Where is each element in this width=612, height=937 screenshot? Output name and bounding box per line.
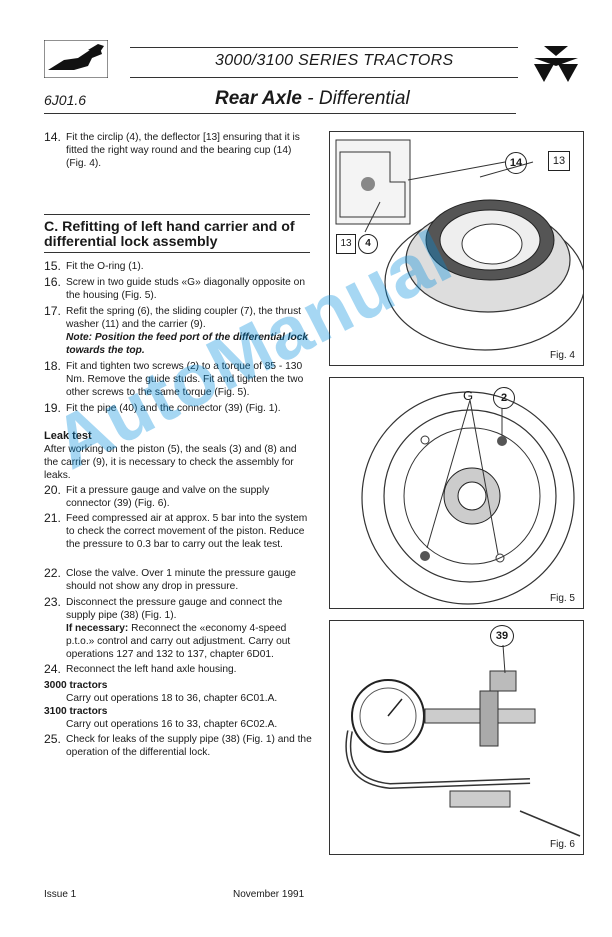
brand-logo [534,44,578,91]
section-code: 6J01.6 [44,92,87,108]
step-17: 17. Refit the spring (6), the sliding co… [44,305,312,357]
step-14-text: Fit the circlip (4), the deflector [13] … [66,132,300,169]
step-23: 23. Disconnect the pressure gauge and co… [44,595,291,661]
fig5-callout-2: 2 [493,387,515,409]
fig6-drawing [345,644,581,837]
header-rule-top [130,47,518,48]
fig5-drawing [361,391,575,605]
triple-triangle-logo-icon [534,46,578,82]
section-title: Rear Axle - Differential [215,88,410,109]
step-25: 25. Check for leaks of the supply pipe (… [44,732,312,759]
tractors-3100-text: Carry out operations 16 to 33, chapter 6… [66,719,278,730]
section-rule-2 [44,252,310,253]
fig6-label: Fig. 6 [549,839,575,850]
step-18: 18. Fit and tighten two screws (2) to a … [44,359,304,399]
leak-test-intro: After working on the piston (5), the sea… [44,444,297,481]
hand-wrench-icon [43,39,109,79]
figure-5: G 2 Fig. 5 [329,377,584,609]
fig4-callout-13-left: 13 [336,234,356,254]
tractors-3000-heading: 3000 tractors [44,680,108,691]
section-c-title: C. Refitting of left hand carrier and of… [44,219,295,250]
header-rule-mid [130,77,518,78]
figure-6: 39 Fig. 6 [329,620,584,855]
tractors-3100-heading: 3100 tractors [44,706,108,717]
section-rule [44,214,310,215]
series-title: 3000/3100 SERIES TRACTORS [215,52,454,69]
step-19: 19. Fit the pipe (40) and the connector … [44,401,281,415]
header-rule-bottom [44,113,516,114]
figure-4: 14 13 13 4 Fig. 4 [329,131,584,366]
step-14: 14. Fit the circlip (4), the deflector [… [44,131,312,170]
footer-issue: Issue 1 [44,889,77,900]
fig4-callout-13-box: 13 [548,151,570,171]
step-23-extra: Reconnect the «economy 4-speed p.t.o.» c… [66,623,291,660]
footer-date: November 1991 [233,889,305,900]
fig4-label: Fig. 4 [549,350,575,361]
fig4-drawing [335,139,583,351]
tractors-3000-text: Carry out operations 18 to 36, chapter 6… [66,693,278,704]
leak-test-heading: Leak test [44,430,92,442]
step-21: 21. Feed compressed air at approx. 5 bar… [44,511,308,551]
fig4-callout-4: 4 [358,234,378,254]
fig6-callout-39: 39 [490,625,514,647]
step-17-note: Note: Position the feed port of the diff… [66,332,309,356]
fig4-callout-14: 14 [505,152,527,174]
fig5-callout-g: G [463,388,474,403]
step-16: 16. Screw in two guide studs «G» diagona… [44,275,305,302]
step-22: 22. Close the valve. Over 1 minute the p… [44,566,296,593]
fig5-label: Fig. 5 [549,593,575,604]
step-15: 15. Fit the O-ring (1). [44,259,144,273]
step-20: 20. Fit a pressure gauge and valve on th… [44,483,270,510]
step-24: 24. Reconnect the left hand axle housing… [44,662,237,676]
hand-logo [43,39,109,79]
step-23-extra-bold: If necessary: [66,623,129,634]
